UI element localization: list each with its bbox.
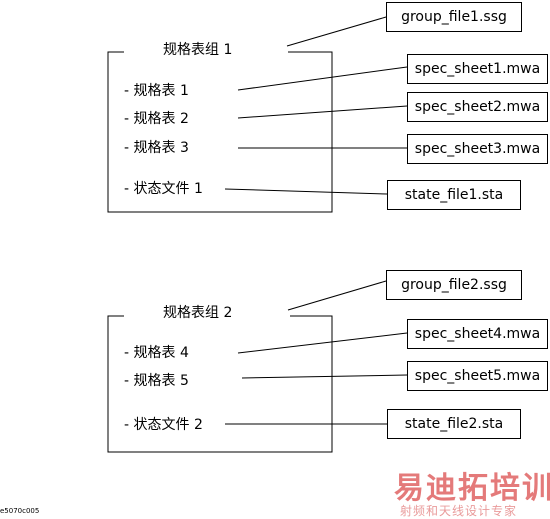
group1-bracket (107, 51, 333, 213)
sheet3-file-box: spec_sheet3.mwa (407, 134, 548, 164)
group2-item-1: - 规格表 4 (124, 345, 189, 361)
sheet2-connector (237, 105, 408, 119)
group1-item-1: - 规格表 1 (124, 83, 189, 99)
group1-item-2: - 规格表 2 (124, 111, 189, 127)
sheet1-file-box: spec_sheet1.mwa (407, 54, 548, 84)
group1-file-connector (286, 16, 387, 47)
state2-file-box: state_file2.sta (387, 409, 521, 439)
watermark-logo-text: 易迪拓培训 (394, 471, 550, 506)
group1-item-3: - 规格表 3 (124, 140, 189, 156)
state1-connector (224, 188, 388, 195)
group1-state-label: - 状态文件 1 (124, 181, 203, 197)
group1-title: 规格表组 1 (163, 42, 233, 58)
state1-file-box: state_file1.sta (387, 180, 521, 210)
group2-file-connector (287, 280, 387, 311)
group1-file-box: group_file1.ssg (386, 2, 522, 32)
sheet4-file-box: spec_sheet4.mwa (407, 319, 548, 349)
group2-item-2: - 规格表 5 (124, 373, 189, 389)
watermark-subtext: 射频和天线设计专家 (400, 504, 518, 518)
group2-state-label: - 状态文件 2 (124, 417, 203, 433)
group2-title: 规格表组 2 (163, 305, 233, 321)
sheet5-connector (241, 374, 408, 379)
sheet4-connector (237, 332, 408, 354)
group2-file-box: group_file2.ssg (386, 270, 522, 300)
figure-id: e5070c005 (0, 507, 40, 515)
sheet5-file-box: spec_sheet5.mwa (407, 361, 548, 391)
group2-bracket (107, 315, 333, 453)
sheet1-connector (237, 66, 408, 91)
sheet2-file-box: spec_sheet2.mwa (407, 92, 548, 122)
